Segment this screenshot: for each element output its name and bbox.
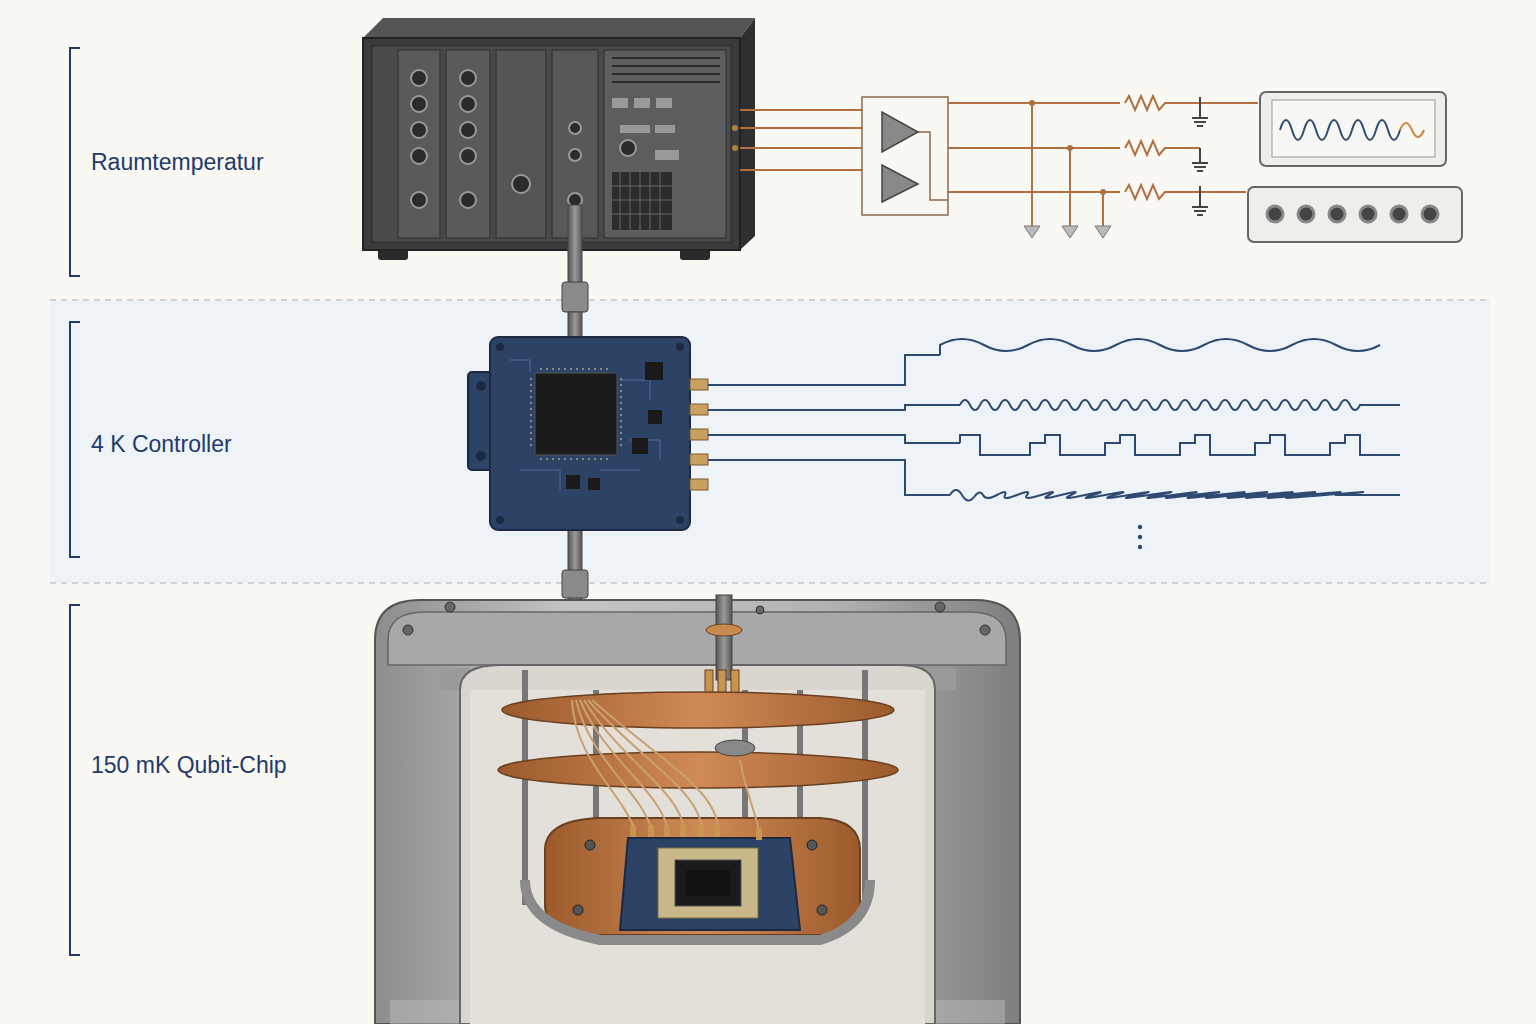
continuation-dots bbox=[1138, 525, 1142, 549]
bond-wire bbox=[572, 700, 760, 835]
ground-symbol bbox=[1024, 226, 1111, 238]
oscilloscope bbox=[1260, 92, 1446, 166]
signal-wire bbox=[740, 96, 1258, 226]
rack-instrument bbox=[363, 18, 755, 260]
bracket bbox=[70, 48, 80, 955]
band-label: Raumtemperatur bbox=[91, 149, 264, 176]
band-divider bbox=[50, 299, 1490, 301]
controller-box bbox=[468, 337, 708, 530]
connector-panel bbox=[1248, 187, 1462, 242]
cryostat bbox=[375, 595, 1020, 1024]
band-ground bbox=[50, 300, 1490, 583]
band-divider bbox=[50, 582, 1490, 584]
qubit-chip bbox=[620, 825, 800, 930]
waveform bbox=[708, 339, 1400, 501]
band-label: 4 K Controller bbox=[91, 431, 232, 458]
band-label: 150 mK Qubit-Chip bbox=[91, 752, 287, 779]
amplifier-block bbox=[862, 97, 948, 215]
capacitor-symbol bbox=[1192, 97, 1208, 215]
